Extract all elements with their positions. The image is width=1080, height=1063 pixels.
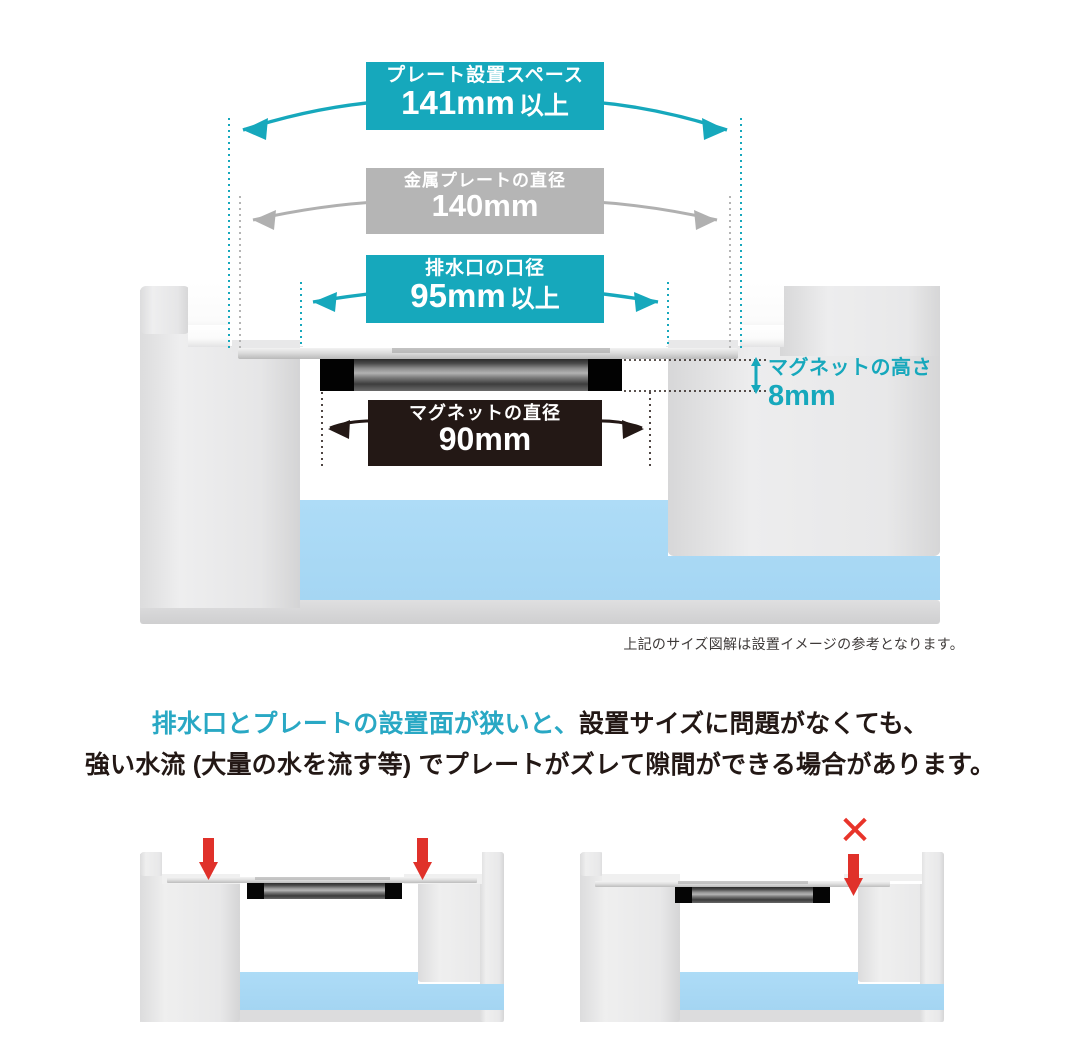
notice-line-2: 強い水流 (大量の水を流す等) でプレートがズレて隙間ができる場合があります。 bbox=[84, 750, 996, 779]
cross-section-svg bbox=[140, 98, 940, 624]
notice-paragraph: 排水口とプレートの設置面が狭いと、設置サイズに問題がなくても、 強い水流 (大量… bbox=[0, 704, 1080, 785]
figure-ng bbox=[580, 852, 944, 1022]
callout-plate-space-number: 141mm bbox=[401, 84, 515, 122]
basin-floor bbox=[140, 600, 940, 624]
callout-metal-plate: 金属プレートの直径 140mm bbox=[366, 168, 604, 234]
callout-magnet-diameter-value: 90mm bbox=[438, 421, 532, 458]
guide-lines bbox=[228, 118, 768, 468]
red-arrow-single bbox=[844, 854, 863, 896]
callout-magnet-height-title: マグネットの高さ bbox=[768, 357, 932, 379]
callout-metal-plate-value: 140mm bbox=[431, 188, 539, 224]
callout-magnet-height-value: 8mm bbox=[768, 380, 836, 412]
callout-drain-bore-title: 排水口の口径 bbox=[424, 258, 545, 279]
notice-line-1-rest: 設置サイズに問題がなくても、 bbox=[579, 710, 929, 738]
notice-line-1: 排水口とプレートの設置面が狭いと、設置サイズに問題がなくても、 bbox=[0, 704, 1080, 745]
callout-plate-space-title: プレート設置スペース bbox=[386, 65, 584, 86]
callout-magnet-diameter-title: マグネットの直径 bbox=[409, 403, 561, 423]
main-cross-section-diagram bbox=[140, 98, 940, 624]
water-pool bbox=[300, 498, 940, 600]
magnet bbox=[320, 359, 622, 391]
callout-metal-plate-title: 金属プレートの直径 bbox=[404, 171, 566, 190]
bottom-figures-svg bbox=[140, 838, 944, 1022]
callout-drain-bore-number: 95mm bbox=[410, 277, 506, 315]
bottom-figures bbox=[0, 812, 1080, 1063]
figure-ok bbox=[140, 838, 504, 1022]
callout-plate-space-suffix: 以上 bbox=[518, 92, 569, 121]
callout-drain-bore-suffix: 以上 bbox=[509, 285, 560, 314]
diagram-caption: 上記のサイズ図解は設置イメージの参考となります。 bbox=[623, 636, 964, 652]
red-arrow-left bbox=[199, 838, 218, 880]
red-arrow-right bbox=[413, 838, 432, 880]
metal-plate bbox=[238, 348, 738, 359]
x-mark-icon: ✕ bbox=[838, 809, 872, 853]
basin-left-wall bbox=[140, 286, 300, 608]
notice-line-1-highlight: 排水口とプレートの設置面が狭いと、 bbox=[151, 710, 580, 738]
callout-magnet-height: マグネットの高さ 8mm bbox=[768, 357, 932, 412]
callout-magnet-diameter: マグネットの直径 90mm bbox=[368, 400, 602, 466]
